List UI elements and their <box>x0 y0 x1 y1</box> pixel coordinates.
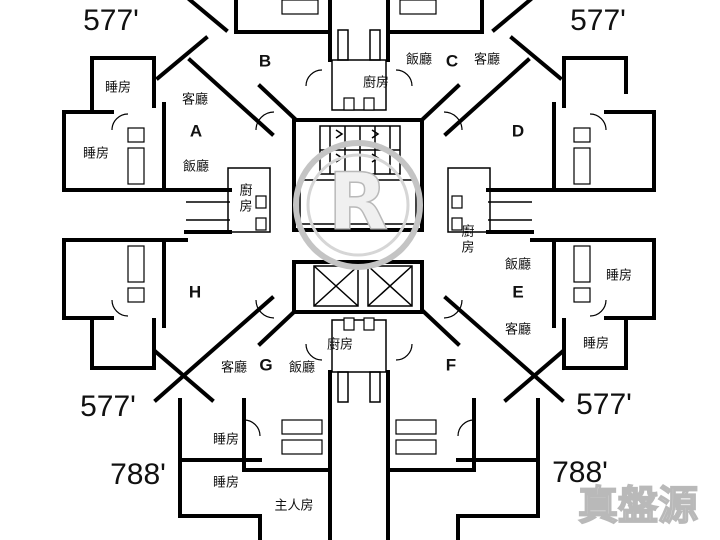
area-top-left: 577' <box>83 4 139 37</box>
room-master-bedroom-g: 主人房 <box>274 497 313 512</box>
unit-g: G <box>259 355 272 374</box>
diagonal-walls <box>153 0 565 403</box>
area-lower-right: 788' <box>552 456 608 489</box>
kitchen-bottom <box>331 317 387 373</box>
room-bedroom-e1: 睡房 <box>606 267 632 282</box>
room-kitchen-e-bottom: 房 <box>461 239 474 254</box>
room-dining-g: 飯廳 <box>289 359 315 374</box>
room-living-e: 客廳 <box>505 321 531 336</box>
kitchen-left <box>227 167 271 233</box>
unit-h: H <box>189 282 201 301</box>
top-wing <box>234 0 484 111</box>
area-bottom-left: 577' <box>80 390 136 423</box>
room-living-c: 客廳 <box>474 51 500 66</box>
room-dining-c: 飯廳 <box>406 51 432 66</box>
room-bedroom-a2: 睡房 <box>83 145 109 160</box>
watermark-logo-letter: R <box>328 157 388 247</box>
room-bedroom-e2: 睡房 <box>583 335 609 350</box>
unit-f: F <box>446 355 456 374</box>
room-kitchen-a-top: 廚 <box>239 182 252 197</box>
unit-c: C <box>446 51 458 70</box>
room-kitchen-a-bottom: 房 <box>239 198 252 213</box>
corridors <box>184 0 534 540</box>
watermark-text: 真盤源 <box>578 483 698 529</box>
lift-left <box>313 265 359 307</box>
kitchen-right <box>447 167 491 233</box>
area-bottom-right: 577' <box>576 388 632 421</box>
room-bedroom-a1: 睡房 <box>105 79 131 94</box>
area-lower-left: 788' <box>110 458 166 491</box>
right-wing <box>447 56 656 370</box>
door-swings <box>111 69 607 437</box>
room-dining-e: 飯廳 <box>505 256 531 271</box>
room-kitchen-e-top: 廚 <box>461 223 474 238</box>
room-bedroom-g2: 睡房 <box>213 474 239 489</box>
kitchen-top <box>331 59 387 111</box>
unit-a: A <box>190 121 202 140</box>
lift-right <box>367 265 413 307</box>
room-living-g: 客廳 <box>221 359 247 374</box>
bottom-wing <box>178 317 540 540</box>
unit-d: D <box>512 121 524 140</box>
watermark-logo: R <box>293 140 423 270</box>
room-kitchen-top: 廚房 <box>363 74 389 89</box>
room-living-a: 客廳 <box>182 91 208 106</box>
room-kitchen-bottom: 廚房 <box>327 336 353 351</box>
left-wing <box>62 56 271 370</box>
room-bedroom-g1: 睡房 <box>213 431 239 446</box>
area-top-right: 577' <box>570 4 626 37</box>
unit-b: B <box>259 51 271 70</box>
unit-e: E <box>512 282 523 301</box>
room-dining-a: 飯廳 <box>183 158 209 173</box>
